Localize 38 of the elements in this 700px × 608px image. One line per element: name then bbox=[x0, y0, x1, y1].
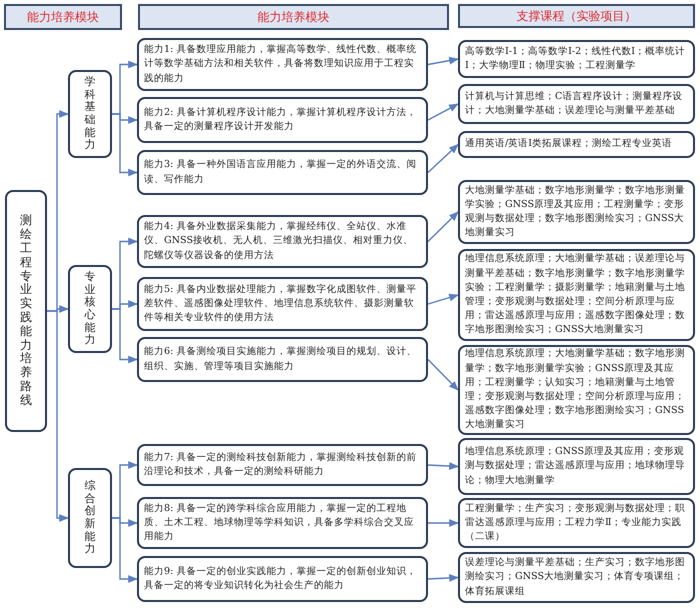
arrow bbox=[428, 462, 459, 470]
ability-box: 能力9: 具备一定的创业实践能力，掌握一定的创新创业知识，具备一定的将专业知识转化为社会生产的能力 bbox=[137, 556, 428, 602]
arrow bbox=[112, 113, 138, 176]
arrow bbox=[428, 574, 459, 582]
ability-box: 能力2: 具备计算机程序设计能力，掌握计算机程序设计方法，具备一定的测量程序设计开发能力 bbox=[137, 97, 428, 143]
course-box: 大地测量学基础；数字地形测量学；数字地形测量学实验；GNSS原理及其应用；工程测量学；变形观测与数据处理；数字地形图测绘实习；GNSS大地测量实习 bbox=[458, 180, 695, 244]
arrow bbox=[112, 308, 138, 364]
arrow bbox=[47, 310, 69, 522]
column-header: 能力培养模块 bbox=[4, 4, 122, 30]
ability-box: 能力1: 具备数理应用能力，掌握高等数学、线性代数、概率统计等数学基础方法和相关软件，具备将数理知识应用于工程实践的能力 bbox=[137, 38, 428, 91]
ability-box: 能力4: 具备外业数据采集能力，掌握经纬仪、全站仪、水准仪、GNSS接收机、无人机、三维激光扫描仪、相对重力仪、陀螺仪等仪器设备的使用方法 bbox=[137, 215, 428, 268]
arrow bbox=[428, 211, 459, 242]
arrow bbox=[428, 359, 459, 391]
course-box: 通用英语/英语Ⅰ类拓展课程；测绘工程专业英语 bbox=[458, 131, 695, 158]
arrow bbox=[428, 519, 459, 527]
ability-box: 能力5: 具备内业数据处理能力，掌握数字化成图软件、测量平差软件、遥感图像处理软件、地理信息系统软件、摄影测量软件等相关专业软件的使用方法 bbox=[137, 277, 428, 331]
ability-box: 能力8: 具备一定的跨学科综合应用能力，掌握一定的工程地质、土木工程、地球物理等学科知识，具备多学科综合交叉应用能力 bbox=[137, 497, 428, 549]
arrow bbox=[428, 56, 459, 66]
ability-box: 能力7: 具备一定的测绘科技创新能力，掌握测绘科技创新的前沿理论和技术，具备一定的测绘科研能力 bbox=[137, 444, 428, 486]
course-box: 地理信息系统原理；大地测量学基础；数字地形测量学；数字地形测量学实验；GNSS原理及其应用；工程测量学；认知实习；地籍测量与土地管理；变形观测与数据处理；空间分析原理与应用；遥感数字图像处理；数字地形图测绘实习；GNSS大地测量实习 bbox=[458, 345, 695, 435]
course-box: 地理信息系统原理；大地测量学基础；误差理论与测量平差基础；数字地形测量学；数字地形测量学实验；工程测量学；摄影测量学；地籍测量与土地管理；变形观测与数据处理；空间分析原理与应用；雷达遥感原理与应用；遥感数字图像处理；数字地形图测绘实习；GNSS大地测量实习 bbox=[458, 249, 695, 341]
category-box: 学科基础能力 bbox=[68, 70, 112, 158]
category-box: 综合创新能力 bbox=[68, 468, 112, 568]
column-header: 能力培养模块 bbox=[138, 4, 449, 30]
arrow bbox=[428, 294, 459, 305]
ability-box: 能力6: 具备测绘项目实施能力，掌握测绘项目的规划、设计、组织、实施、管理等项目实施能力 bbox=[137, 337, 428, 382]
arrow bbox=[112, 517, 138, 583]
course-box: 计算机与计算思维；C语言程序设计；测量程序设计；大地测量学基础；误差理论与测量平差基础 bbox=[458, 84, 695, 124]
arrow bbox=[428, 103, 459, 121]
column-header: 支撑课程（实验项目） bbox=[458, 4, 695, 28]
course-box: 误差理论与测量平差基础；生产实习；数字地形图测绘实习；GNSS大地测量实习；体育专项课组；体育拓展课组 bbox=[458, 552, 695, 603]
course-box: 高等数学Ⅰ-1；高等数学Ⅰ-2；线性代数Ⅰ；概率统计Ⅰ；大学物理Ⅱ；物理实验；工程测量学 bbox=[458, 40, 695, 78]
category-box: 专业核心能力 bbox=[68, 265, 112, 353]
arrow bbox=[428, 144, 459, 174]
course-box: 工程测量学；生产实习；变形观测与数据处理；职雷达遥感原理与应用；工程力学Ⅱ；专业能力实践（二课） bbox=[458, 498, 695, 548]
ability-box: 能力3: 具备一种外国语言应用能力，掌握一定的外语交流、阅读、写作能力 bbox=[137, 150, 428, 195]
course-box: 地理信息系统原理；GNSS原理及其应用；变形观测与数据处理；雷达遥感原理与应用；地球物理导论；物理大地测量学 bbox=[458, 438, 695, 495]
root-box: 测绘工程专业实践能力培养路线 bbox=[5, 190, 47, 432]
